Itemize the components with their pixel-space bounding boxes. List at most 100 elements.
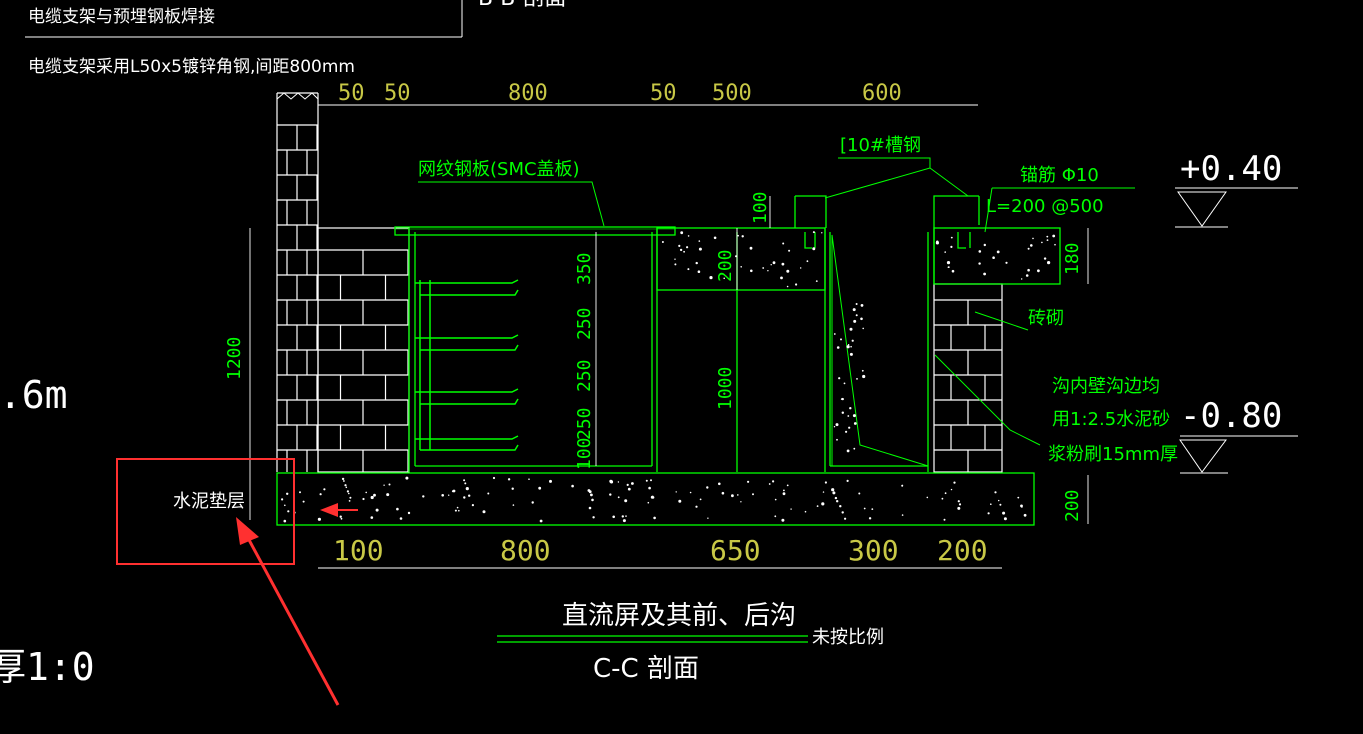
speckle-dot bbox=[855, 303, 858, 305]
speckle-dot bbox=[687, 268, 690, 271]
title-section: C-C 剖面 bbox=[593, 654, 699, 684]
speckle-dot bbox=[707, 517, 709, 519]
speckle-dot bbox=[678, 499, 682, 503]
speckle-dot bbox=[652, 496, 655, 499]
speckle-dot bbox=[816, 505, 819, 507]
speckle-dot bbox=[617, 496, 620, 499]
speckle-dot bbox=[1041, 241, 1043, 244]
dim-left-1200: 1200 bbox=[224, 337, 245, 380]
speckle-dot bbox=[370, 495, 374, 500]
speckle-dot bbox=[953, 481, 956, 484]
dim-bottom-4: 300 bbox=[848, 534, 899, 567]
dim-top-5: 500 bbox=[712, 81, 752, 106]
speckle-dot bbox=[511, 487, 514, 490]
speckle-dot bbox=[1023, 513, 1027, 517]
speckle-dot bbox=[713, 236, 717, 240]
speckle-dot bbox=[407, 511, 411, 515]
speckle-dot bbox=[943, 518, 946, 521]
speckle-dot bbox=[782, 242, 785, 245]
trench-structure bbox=[276, 195, 1061, 526]
speckle-dot bbox=[998, 499, 1000, 502]
speckle-dot bbox=[286, 492, 289, 495]
speckle-dot bbox=[871, 508, 874, 510]
speckle-dot bbox=[590, 493, 593, 497]
speckle-dot bbox=[833, 426, 836, 428]
speckle-dot bbox=[1002, 511, 1006, 515]
speckle-dot bbox=[465, 487, 469, 491]
speckle-dot bbox=[846, 345, 850, 349]
speckle-dot bbox=[405, 476, 409, 480]
speckle-dot bbox=[1025, 274, 1029, 277]
speckle-dot bbox=[994, 491, 997, 494]
channel-steel-right bbox=[933, 195, 980, 228]
speckle-dot bbox=[772, 480, 775, 483]
speckle-dot bbox=[621, 515, 624, 518]
speckle-dot bbox=[847, 415, 850, 417]
dim-inner-250b: 250 bbox=[574, 359, 595, 392]
speckle-dot bbox=[983, 272, 986, 276]
speckle-dot bbox=[625, 515, 627, 517]
speckle-dot bbox=[648, 486, 651, 490]
speckle-dot bbox=[339, 515, 342, 518]
speckle-dot bbox=[852, 414, 856, 418]
speckle-dot bbox=[528, 478, 530, 481]
speckle-dot bbox=[839, 505, 842, 508]
speckle-dot bbox=[348, 500, 351, 502]
speckle-dot bbox=[622, 519, 626, 523]
speckle-dot bbox=[833, 333, 836, 335]
speckle-dot bbox=[901, 514, 904, 516]
speckle-dot bbox=[302, 500, 305, 503]
speckle-dot bbox=[319, 493, 322, 496]
speckle-dot bbox=[737, 234, 739, 237]
speckle-dot bbox=[650, 479, 652, 482]
speckle-dot bbox=[786, 484, 789, 487]
speckle-dot bbox=[1021, 278, 1023, 280]
speckle-dot bbox=[926, 496, 929, 499]
speckle-dot bbox=[821, 232, 823, 234]
speckle-dot bbox=[987, 512, 990, 515]
speckle-dot bbox=[399, 517, 403, 520]
concrete-base-slab bbox=[276, 472, 1035, 526]
speckle-dot bbox=[946, 261, 951, 265]
speckle-dot bbox=[468, 494, 471, 497]
speckle-dot bbox=[283, 519, 287, 523]
speckle-dot bbox=[856, 378, 858, 380]
elevation-top: +0.40 bbox=[1180, 149, 1282, 189]
note-bb-section: B-B 剖面 bbox=[478, 0, 566, 11]
speckle-dot bbox=[831, 488, 835, 492]
speckle-dot bbox=[843, 382, 846, 385]
dim-top-1: 50 bbox=[338, 81, 365, 106]
dim-inner-1000: 1000 bbox=[715, 367, 736, 410]
speckle-dot bbox=[957, 500, 960, 503]
speckle-dot bbox=[1046, 239, 1049, 242]
speckle-dot bbox=[699, 498, 702, 501]
speckle-dot bbox=[860, 317, 863, 321]
speckle-dot bbox=[862, 327, 864, 330]
speckle-dot bbox=[740, 266, 742, 268]
speckle-dot bbox=[348, 492, 350, 495]
dim-inner-350: 350 bbox=[574, 252, 595, 285]
leader-lines bbox=[418, 157, 1135, 446]
speckle-dot bbox=[786, 269, 790, 273]
speckle-dot bbox=[299, 491, 301, 494]
speckle-dot bbox=[783, 489, 785, 492]
speckle-dot bbox=[388, 483, 391, 486]
speckle-dot bbox=[645, 479, 648, 482]
speckle-dot bbox=[1046, 235, 1049, 238]
speckle-dot bbox=[1027, 268, 1030, 272]
speckle-dot bbox=[683, 250, 685, 253]
speckle-dot bbox=[383, 484, 385, 486]
speckle-dot bbox=[853, 422, 857, 425]
speckle-dot bbox=[846, 479, 849, 482]
speckle-dot bbox=[800, 267, 802, 269]
top-dimensions: 50 50 800 50 500 600 bbox=[338, 81, 902, 106]
speckle-dot bbox=[512, 504, 515, 506]
speckle-dot bbox=[723, 277, 725, 280]
speckle-dot bbox=[786, 285, 789, 288]
label-brick: 砖砌 bbox=[1028, 308, 1064, 329]
speckle-dot bbox=[849, 407, 852, 410]
title-main: 直流屏及其前、后沟 bbox=[562, 601, 796, 631]
dim-top-3: 800 bbox=[508, 81, 548, 106]
speckle-dot bbox=[370, 516, 374, 519]
